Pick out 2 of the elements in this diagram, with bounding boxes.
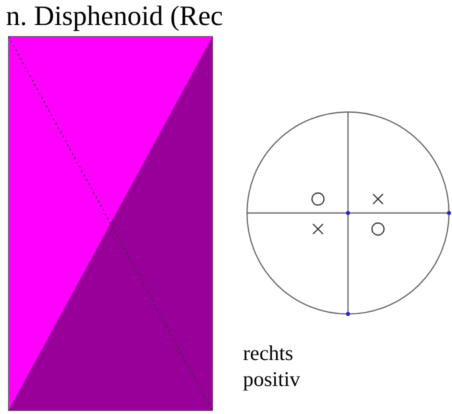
note-text: rechts positiv	[243, 340, 302, 392]
title: n. Disphenoid (Rec	[6, 0, 223, 34]
